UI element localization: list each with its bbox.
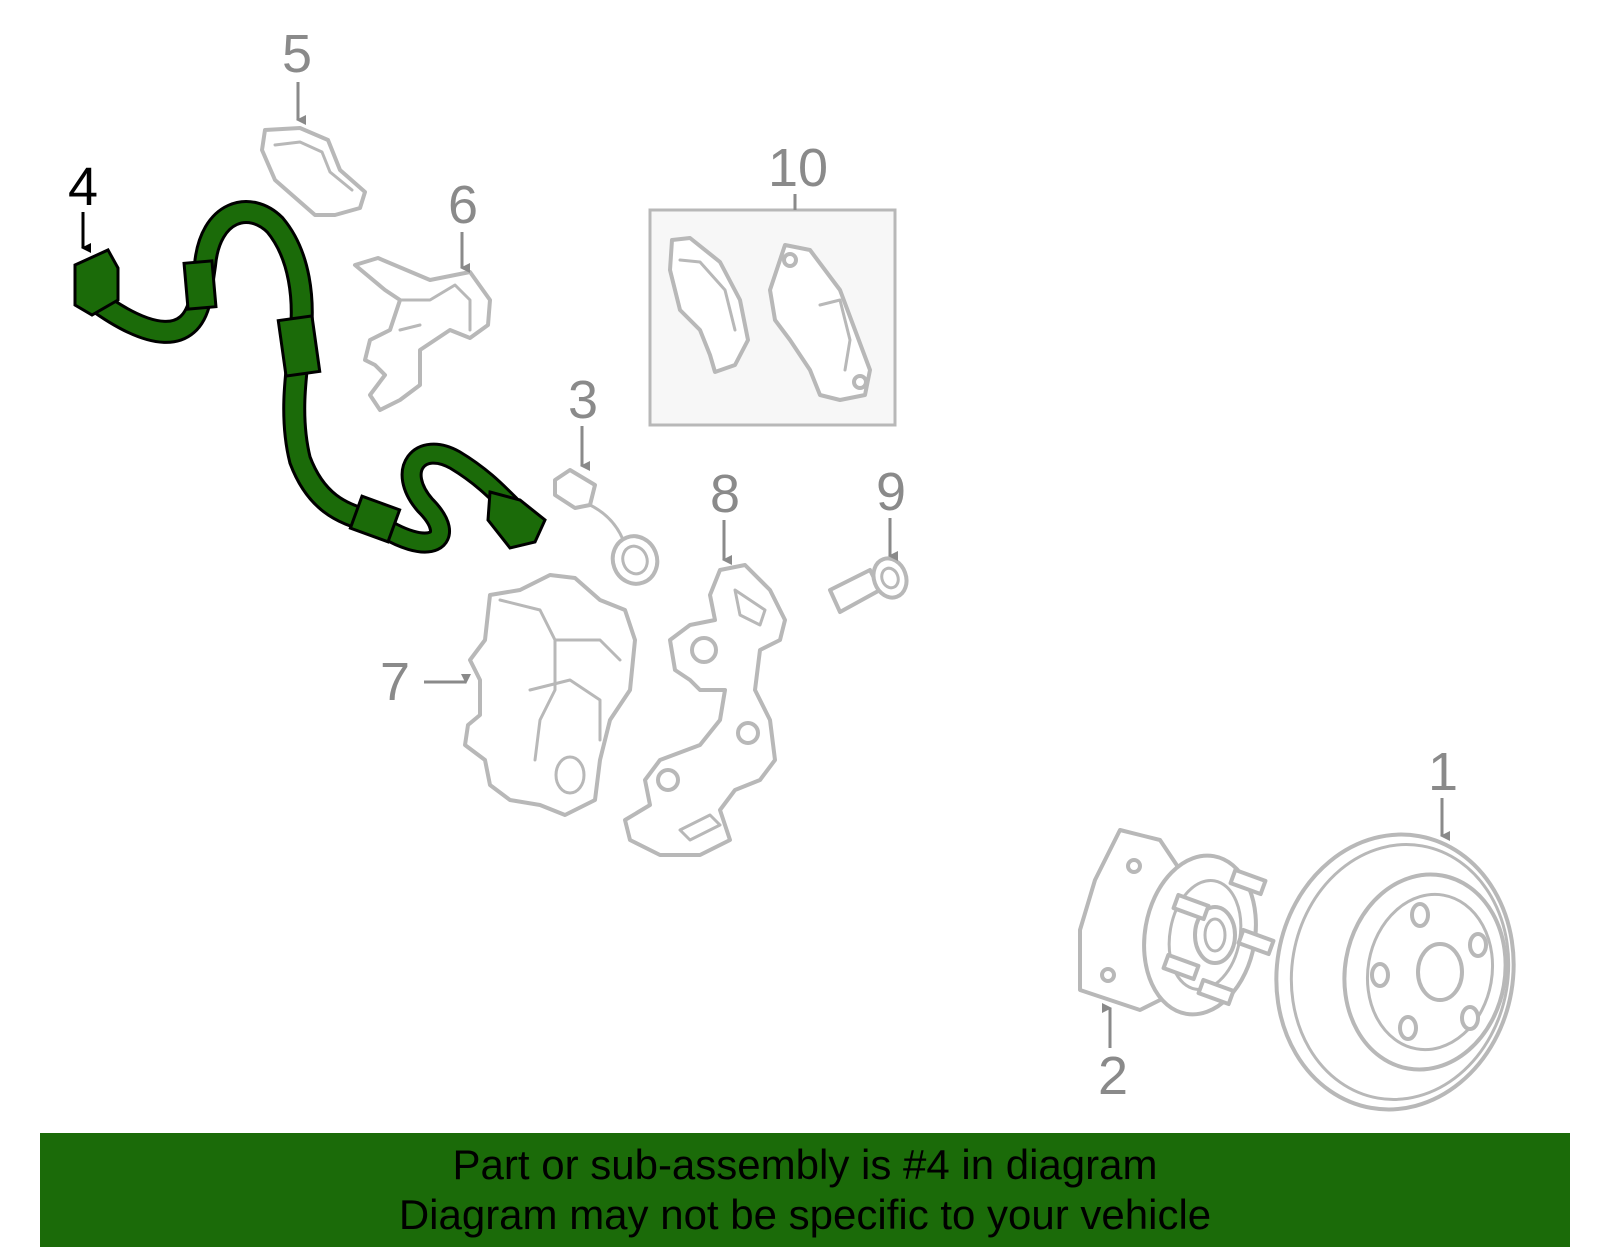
callout-2: 2 [1098, 1046, 1128, 1106]
part-2-hub-bearing[interactable] [1078, 828, 1276, 1023]
callout-9: 9 [876, 462, 906, 522]
part-3-sensor[interactable] [553, 468, 664, 590]
callout-10: 10 [768, 138, 828, 198]
info-banner: Part or sub-assembly is #4 in diagram Di… [40, 1133, 1570, 1247]
callout-1: 1 [1428, 742, 1458, 802]
callout-5: 5 [282, 24, 312, 84]
callout-7: 7 [380, 652, 410, 712]
part-1-rotor[interactable] [1255, 816, 1535, 1129]
callout-6: 6 [448, 175, 478, 235]
banner-line-1: Part or sub-assembly is #4 in diagram [452, 1141, 1158, 1188]
callout-8: 8 [710, 464, 740, 524]
callout-3: 3 [568, 370, 598, 430]
part-5-clip[interactable] [260, 126, 367, 217]
part-4-brake-hose[interactable] [73, 200, 547, 554]
part-6-bracket[interactable] [353, 256, 492, 412]
banner-line-2: Diagram may not be specific to your vehi… [398, 1191, 1212, 1238]
part-10-brake-pads[interactable] [668, 236, 872, 402]
part-8-mount-bracket[interactable] [623, 563, 787, 857]
part-9-bleeder[interactable] [828, 554, 912, 614]
callout-4: 4 [68, 157, 98, 217]
part-7-caliper[interactable] [463, 573, 637, 817]
